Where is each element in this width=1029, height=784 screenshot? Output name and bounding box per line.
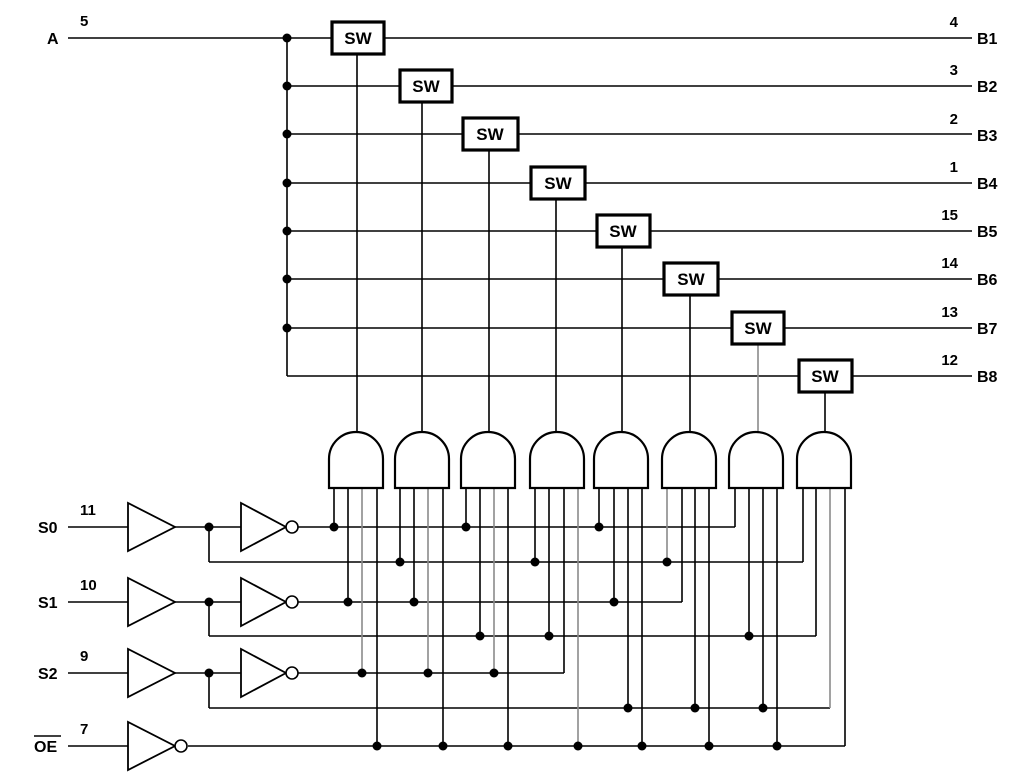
input-oe-label: OE [34, 739, 57, 756]
s2-inverter [240, 647, 288, 699]
input-oe: OE 7 [34, 720, 188, 772]
and-gate-2 [393, 430, 451, 490]
output-b1-label: B1 [977, 31, 998, 48]
oe-inverter [127, 720, 177, 772]
s2-buffer [127, 647, 177, 699]
input-s2: S2 9 [38, 647, 299, 699]
s0-buffer [127, 501, 177, 553]
junction-dots [204, 522, 782, 751]
switch-3-label: SW [476, 125, 504, 144]
input-s1-label: S1 [38, 595, 58, 612]
input-s0-pin: 11 [80, 502, 96, 519]
switch-1-label: SW [344, 29, 372, 48]
switch-8: SW [797, 358, 854, 394]
output-b3-pin: 2 [950, 111, 958, 128]
output-b6-pin: 14 [941, 255, 958, 272]
output-b1-pin: 4 [950, 14, 959, 31]
output-b2-pin: 3 [950, 62, 958, 79]
input-a-label: A [47, 31, 59, 48]
output-b7-label: B7 [977, 321, 998, 338]
switch-7: SW [730, 310, 786, 346]
input-s2-label: S2 [38, 666, 58, 683]
switch-5: SW [595, 213, 652, 249]
switch-2-label: SW [412, 77, 440, 96]
s0-inverter [240, 501, 288, 553]
output-b8-label: B8 [977, 369, 998, 386]
and-gate-3 [459, 430, 517, 490]
switch-2: SW [398, 68, 454, 104]
and-gates [327, 430, 853, 490]
switch-3: SW [461, 116, 520, 152]
gate-input-drops [333, 488, 846, 746]
output-labels: B1 B2 B3 B4 B5 B6 B7 B8 4 3 2 1 15 14 13… [941, 14, 997, 386]
output-b7-pin: 13 [941, 304, 958, 321]
output-b2-label: B2 [977, 79, 998, 96]
switch-1: SW [330, 20, 386, 56]
switches: SW SW SW SW SW SW SW SW [330, 20, 854, 394]
s1-inverter [240, 576, 288, 628]
and-gate-1 [327, 430, 385, 490]
output-b5-label: B5 [977, 224, 998, 241]
input-s1: S1 10 [38, 576, 299, 628]
and-gate-6 [660, 430, 718, 490]
switch-6-label: SW [677, 270, 705, 289]
and-gate-8 [795, 430, 853, 490]
switch-4: SW [529, 165, 587, 201]
input-s2-pin: 9 [80, 648, 88, 665]
select-lines [188, 526, 845, 747]
and-gate-5 [592, 430, 650, 490]
switch-6: SW [662, 261, 720, 297]
output-b4-pin: 1 [950, 159, 958, 176]
input-s0: S0 11 [38, 501, 299, 553]
and-gate-7 [727, 430, 785, 490]
switch-7-label: SW [744, 319, 772, 338]
input-oe-pin: 7 [80, 721, 88, 738]
switch-control-lines [356, 54, 826, 432]
switch-4-label: SW [544, 174, 572, 193]
input-a-pin: 5 [80, 13, 88, 30]
output-lines [282, 33, 972, 377]
input-s1-pin: 10 [80, 577, 97, 594]
switch-8-label: SW [811, 367, 839, 386]
output-b6-label: B6 [977, 272, 998, 289]
input-a: A 5 [47, 13, 332, 376]
s1-buffer [127, 576, 177, 628]
switch-5-label: SW [609, 222, 637, 241]
output-b3-label: B3 [977, 128, 998, 145]
output-b5-pin: 15 [941, 207, 958, 224]
output-b4-label: B4 [977, 176, 998, 193]
output-b8-pin: 12 [941, 352, 958, 369]
input-s0-label: S0 [38, 520, 58, 537]
and-gate-4 [528, 430, 586, 490]
